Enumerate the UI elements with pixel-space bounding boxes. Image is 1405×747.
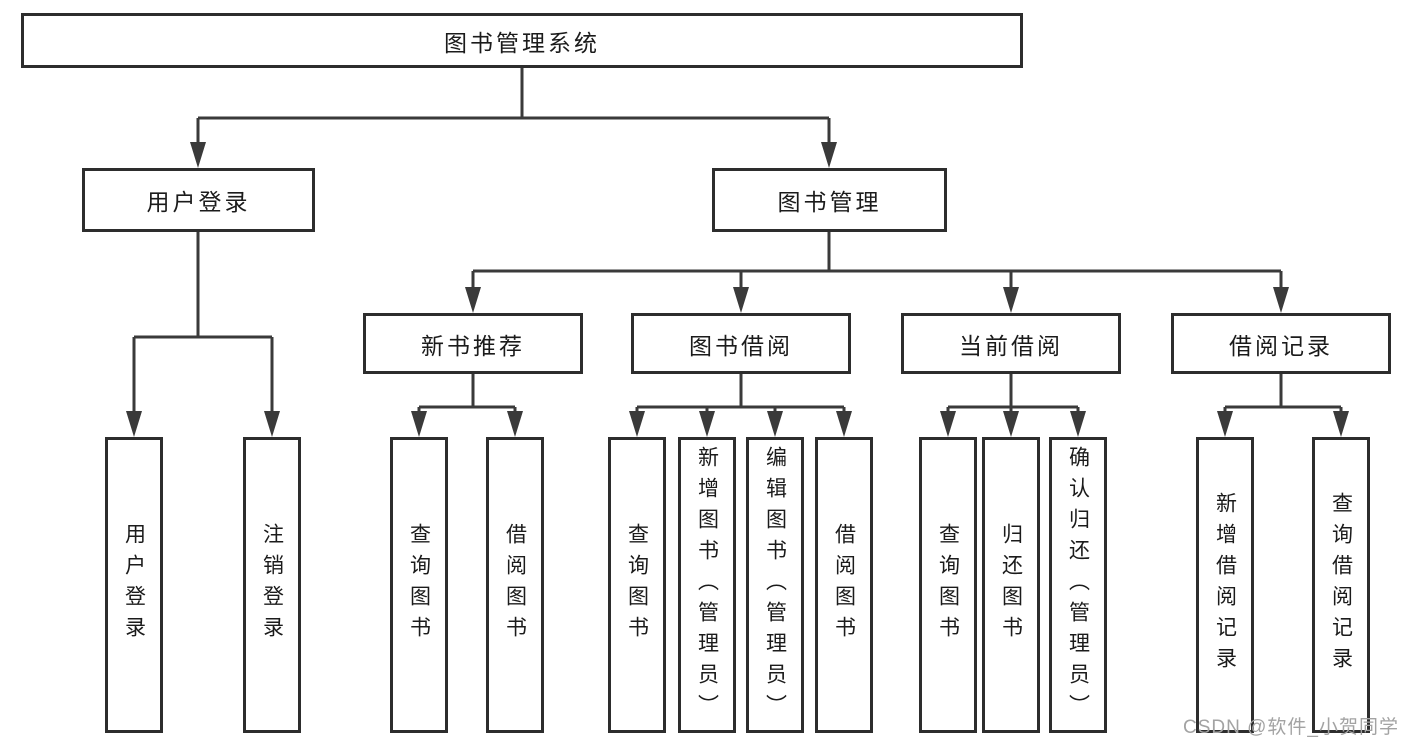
node-return-books: 归还图书 [982,437,1040,733]
node-query-books-current: 查询图书 [919,437,977,733]
node-label: 用户登录 [122,523,146,647]
node-label: 归还图书 [999,523,1023,647]
node-new-book-recommendation: 新书推荐 [363,313,583,374]
node-borrow-books-recommendation: 借阅图书 [486,437,544,733]
node-query-borrow-record: 查询借阅记录 [1312,437,1370,733]
node-label: 查询借阅记录 [1329,492,1353,678]
node-label: 注销登录 [260,523,284,647]
node-confirm-return-admin: 确认归还（管理员） [1049,437,1107,733]
node-label: 借阅图书 [832,523,856,647]
node-current-borrowing: 当前借阅 [901,313,1121,374]
node-add-books-admin: 新增图书（管理员） [678,437,736,733]
node-borrowing-records: 借阅记录 [1171,313,1391,374]
node-user-login: 用户登录 [82,168,315,232]
node-label: 新增图书（管理员） [695,445,719,725]
node-query-books-recommendation: 查询图书 [390,437,448,733]
node-label: 新书推荐 [421,332,525,359]
node-add-borrow-record: 新增借阅记录 [1196,437,1254,733]
node-book-management: 图书管理 [712,168,947,232]
node-label: 确认归还（管理员） [1066,445,1090,725]
node-label: 借阅图书 [503,523,527,647]
node-user-login-leaf: 用户登录 [105,437,163,733]
node-logout: 注销登录 [243,437,301,733]
node-label: 图书管理系统 [444,29,600,56]
node-borrow-books-borrowing: 借阅图书 [815,437,873,733]
node-label: 查询图书 [407,523,431,647]
node-edit-books-admin: 编辑图书（管理员） [746,437,804,733]
node-label: 查询图书 [936,523,960,647]
node-book-borrowing: 图书借阅 [631,313,851,374]
node-label: 图书借阅 [689,332,793,359]
node-query-books-borrowing: 查询图书 [608,437,666,733]
node-label: 用户登录 [146,189,251,215]
node-label: 查询图书 [625,523,649,647]
node-label: 图书管理 [777,189,882,215]
node-label: 借阅记录 [1229,332,1333,359]
node-library-management-system: 图书管理系统 [21,13,1023,68]
node-label: 当前借阅 [959,332,1063,359]
node-label: 编辑图书（管理员） [763,445,787,725]
node-label: 新增借阅记录 [1213,492,1237,678]
watermark-text: CSDN @软件_小贺同学 [1183,717,1399,738]
